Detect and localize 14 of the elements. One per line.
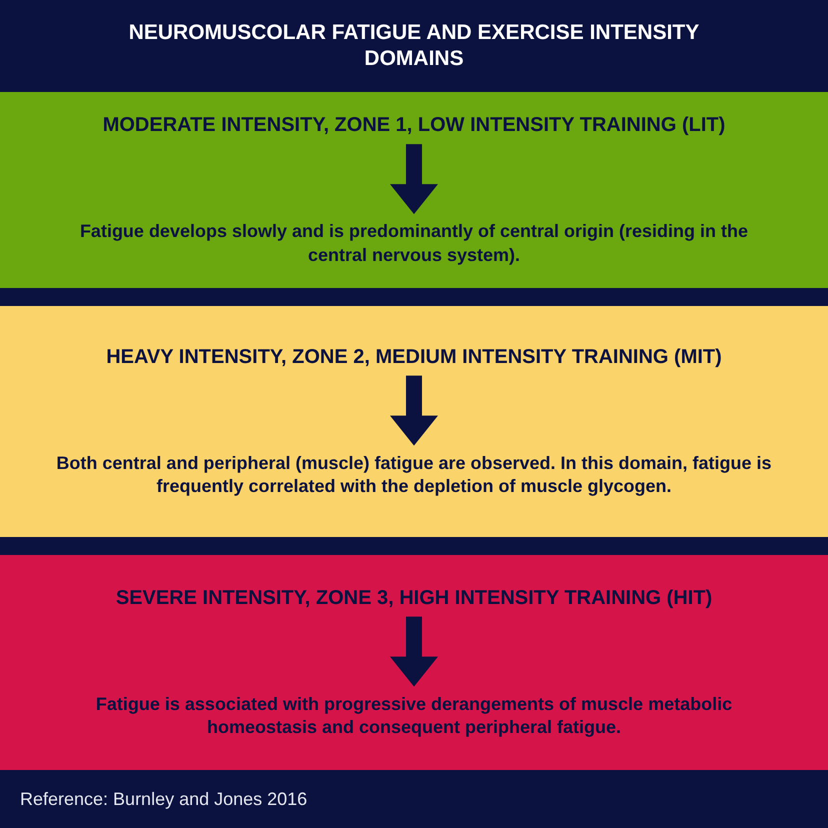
down-arrow (390, 376, 438, 446)
band-description: Fatigue is associated with progressive derangements of muscle metabolic homeostasis and consequent peripheral fatigue. (0, 692, 828, 740)
zone-band (0, 306, 828, 537)
zone-band (0, 92, 828, 288)
band-heading: MODERATE INTENSITY, ZONE 1, LOW INTENSITY TRAINING (LIT) (86, 113, 742, 138)
band-heading: SEVERE INTENSITY, ZONE 3, HIGH INTENSITY TRAINING (HIT) (100, 586, 728, 611)
band-description: Fatigue develops slowly and is predominantly of central origin (residing in the central nervous system). (0, 220, 828, 267)
zone-band (0, 555, 828, 770)
band-description: Both central and peripheral (muscle) fatigue are observed. In this domain, fatigue is frequently correlated with the depletion of muscle glycogen. (0, 452, 828, 498)
reference-note: Reference: Burnley and Jones 2016 (20, 788, 308, 811)
band-heading: HEAVY INTENSITY, ZONE 2, MEDIUM INTENSITY TRAINING (MIT) (90, 344, 738, 370)
title: NEUROMUSCOLAR FATIGUE AND EXERCISE INTENSITY DOMAINS (128, 20, 700, 72)
down-arrow (390, 616, 438, 687)
down-arrow (390, 144, 438, 214)
